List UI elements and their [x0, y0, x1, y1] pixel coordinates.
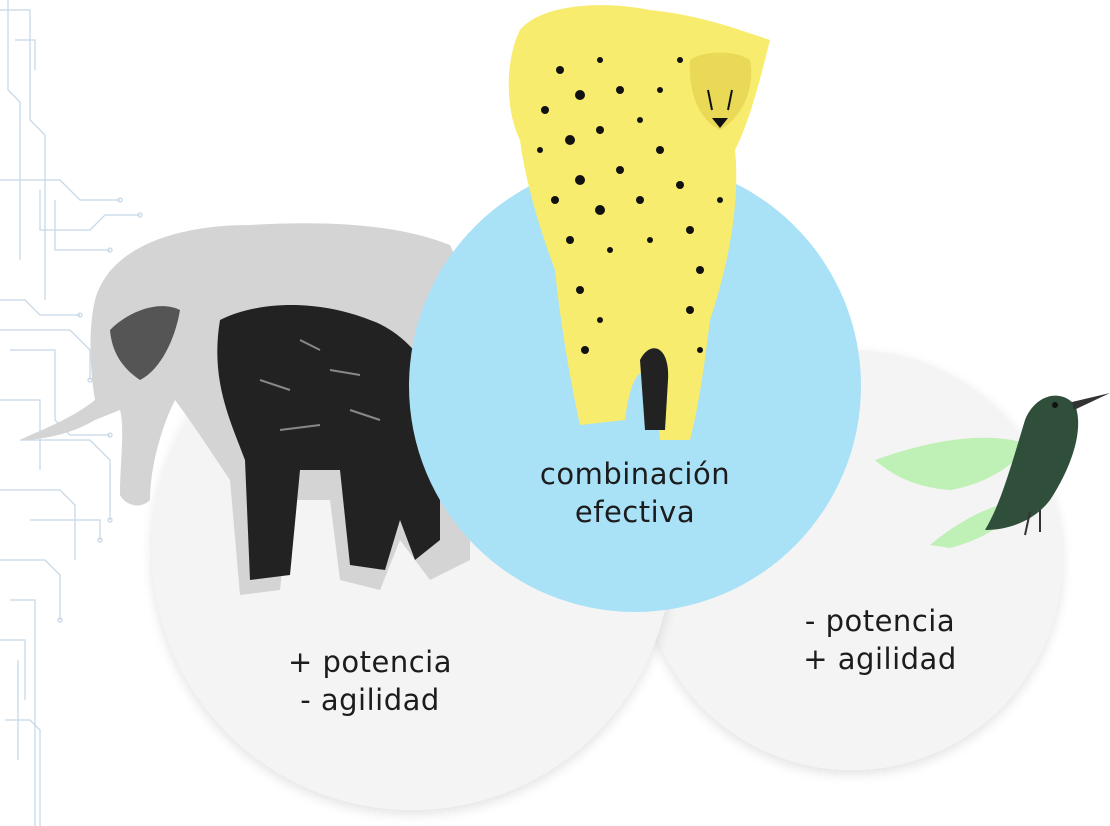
center-circle	[409, 160, 861, 612]
circuit-pattern-decoration	[0, 0, 143, 826]
right-label-line-2: + agilidad	[803, 642, 957, 676]
right-label-line-1: - potencia	[804, 604, 956, 638]
center-label-line-2: efectiva	[574, 495, 696, 529]
left-circle-label: + potencia - agilidad	[260, 643, 480, 719]
cheetah-icon	[508, 5, 770, 441]
center-circle-label: combinación efectiva	[505, 455, 765, 531]
elephant-icon	[20, 223, 470, 595]
right-circle-label: - potencia + agilidad	[770, 602, 990, 678]
hummingbird-icon	[875, 393, 1110, 548]
left-label-line-2: - agilidad	[300, 683, 440, 717]
center-label-line-1: combinación	[539, 457, 731, 491]
left-label-line-1: + potencia	[287, 645, 453, 679]
